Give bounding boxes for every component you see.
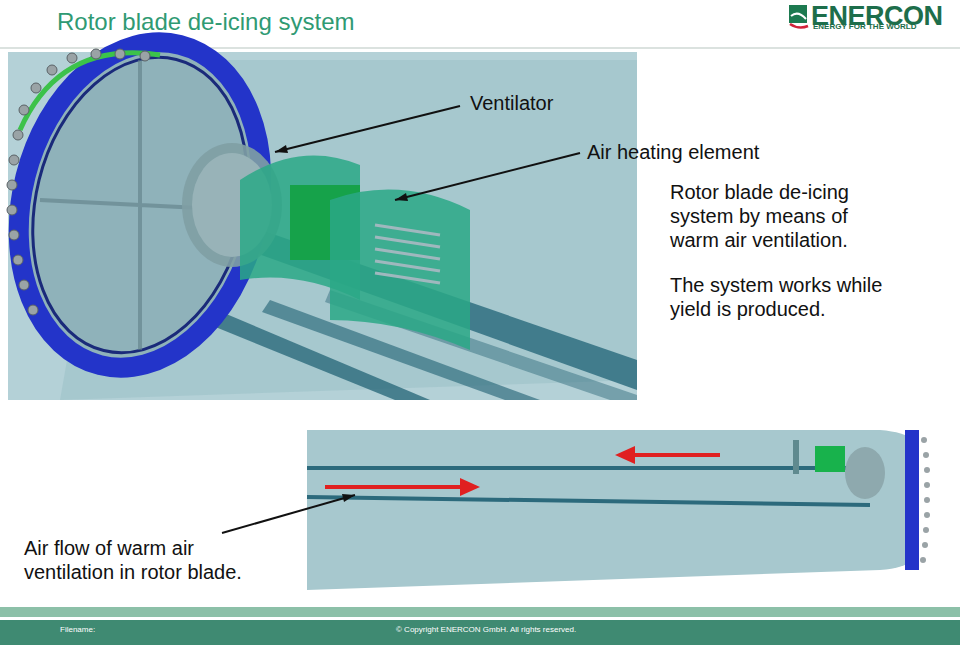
copyright-notice: © Copyright ENERCON GmbH. All rights res…	[396, 625, 576, 635]
part-label: Air heating element	[587, 140, 759, 164]
blade-root-illustration	[0, 16, 637, 400]
blade-airflow-illustration	[307, 430, 930, 590]
part-label: Ventilator	[470, 91, 553, 115]
description-note: The system works while yield is produced…	[670, 273, 895, 321]
footer-text: Filename:	[60, 625, 95, 635]
logo-slogan: ENERGY FOR THE WORLD	[813, 22, 916, 32]
airflow-label: Air flow of warm air ventilation in roto…	[24, 536, 274, 584]
page-title: Rotor blade de-icing system	[57, 8, 354, 37]
description-note: Rotor blade de-icing system by means of …	[670, 180, 895, 252]
